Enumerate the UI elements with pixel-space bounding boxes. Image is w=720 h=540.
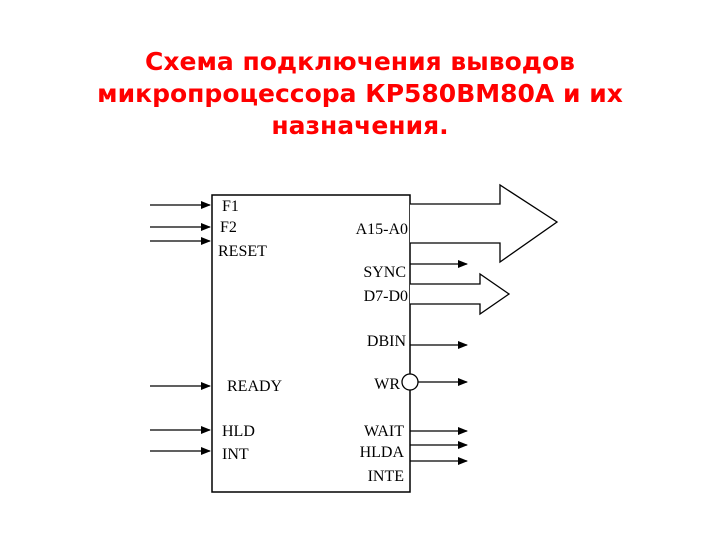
pin-label-dbin: DBIN xyxy=(367,333,407,350)
pin-label-f2: F2 xyxy=(220,219,237,236)
pin-label-int: INT xyxy=(222,446,249,463)
pin-label-a15-a0: A15-A0 xyxy=(356,221,408,238)
pin-label-ready: READY xyxy=(227,378,283,395)
pin-label-reset: RESET xyxy=(218,243,267,260)
pin-label-hld: HLD xyxy=(222,423,255,440)
pin-label-sync: SYNC xyxy=(363,264,406,281)
chip-body xyxy=(211,194,411,493)
pin-label-wr: WR xyxy=(374,376,400,393)
title-line-3: назначения. xyxy=(271,111,449,140)
pin-label-wait: WAIT xyxy=(364,423,404,440)
wr-inversion-circle xyxy=(401,373,419,391)
pin-label-f1: F1 xyxy=(222,198,239,215)
pin-label-d7-d0: D7-D0 xyxy=(364,288,408,305)
slide-title: Схема подключения выводов микропроцессор… xyxy=(40,46,680,142)
pin-label-hlda: HLDA xyxy=(360,444,405,461)
address-bus-arrow xyxy=(410,183,559,264)
data-bus-arrow xyxy=(410,272,511,316)
title-line-1: Схема подключения выводов xyxy=(145,47,575,76)
title-line-2: микропроцессора КР580ВМ80А и их xyxy=(97,79,623,108)
pin-label-inte: INTE xyxy=(368,468,404,485)
